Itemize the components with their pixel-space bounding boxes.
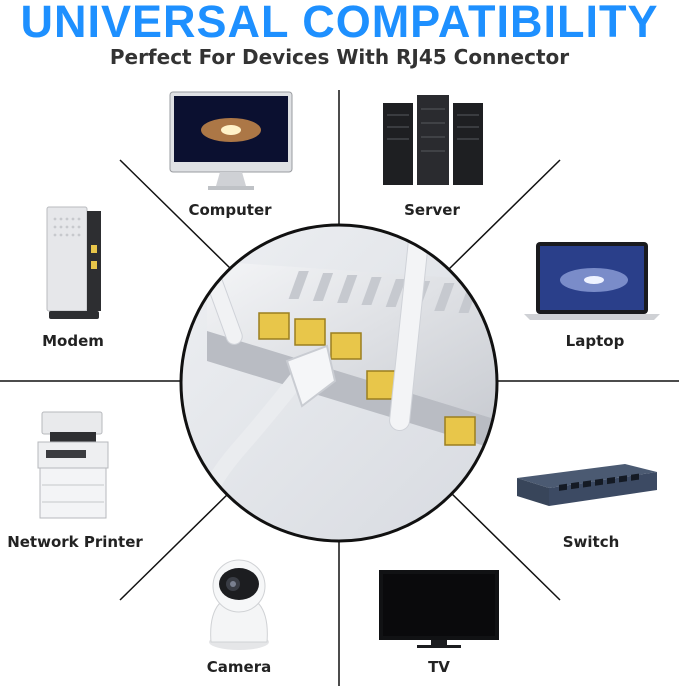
switch-icon [517, 464, 657, 506]
label-camera: Camera [206, 658, 272, 676]
camera-icon [209, 559, 269, 650]
page-title: UNIVERSAL COMPATIBILITY [20, 0, 659, 47]
server-icon [383, 95, 483, 185]
computer-icon [169, 91, 293, 190]
label-laptop: Laptop [565, 332, 625, 350]
label-modem: Modem [42, 332, 104, 350]
label-server: Server [404, 201, 460, 219]
modem-icon [46, 206, 101, 319]
label-tv: TV [428, 658, 450, 676]
page-subtitle: Perfect For Devices With RJ45 Connector [109, 45, 570, 69]
printer-icon [37, 411, 109, 519]
label-network-printer: Network Printer [7, 533, 143, 551]
label-switch: Switch [562, 533, 620, 551]
router-circle-image [179, 223, 499, 543]
label-computer: Computer [188, 201, 272, 219]
tv-icon [379, 570, 499, 648]
laptop-icon [524, 242, 660, 320]
